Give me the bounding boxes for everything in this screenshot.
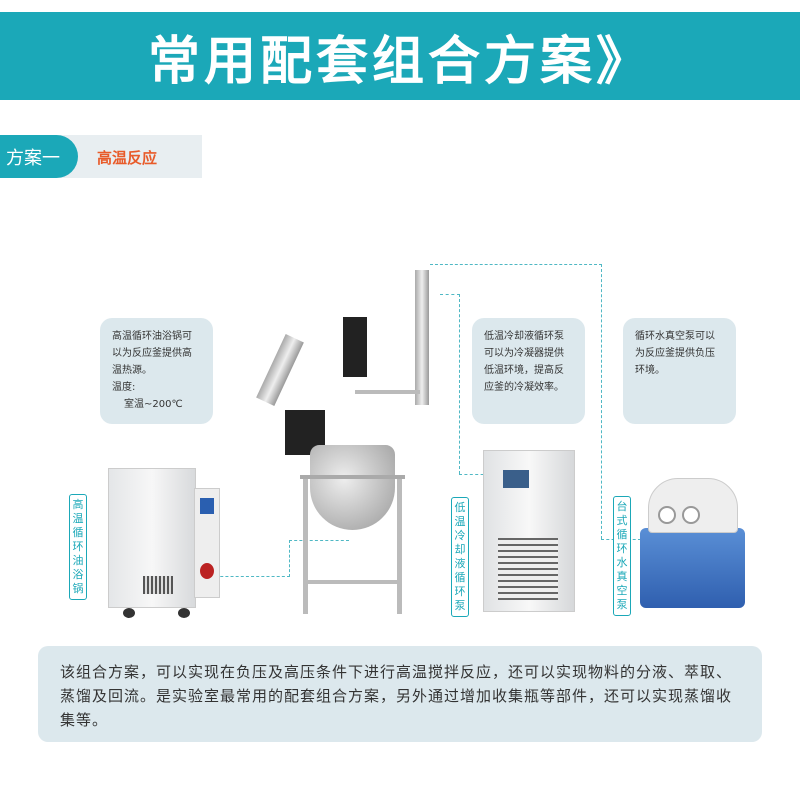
label-vacuum-pump: 台式循环水真空泵 (613, 496, 631, 616)
connector-line (210, 576, 290, 577)
info-line: 为反应釜提供负压 (635, 348, 715, 359)
label-chiller: 低温冷却液循环泵 (451, 497, 469, 617)
info-line: 低温冷却液循环泵 (484, 331, 564, 342)
info-line: 以为反应釜提供高 (112, 348, 192, 359)
oil-bath-image (108, 468, 220, 618)
connector-line (440, 294, 460, 295)
chiller-image (483, 450, 575, 620)
info-chiller: 低温冷却液循环泵 可以为冷凝器提供 低温环境，提高反 应釜的冷凝效率。 (472, 318, 585, 424)
connector-line (601, 264, 602, 539)
info-line: 循环水真空泵可以 (635, 331, 715, 342)
info-vacuum: 循环水真空泵可以 为反应釜提供负压 环境。 (623, 318, 736, 424)
connector-line (430, 264, 602, 265)
info-line: 温度: (112, 382, 136, 393)
scheme-description: 该组合方案，可以实现在负压及高压条件下进行高温搅拌反应，还可以实现物料的分液、萃… (38, 646, 762, 742)
info-line: 可以为冷凝器提供 (484, 348, 564, 359)
info-line: 室温~200℃ (124, 399, 183, 410)
connector-line (459, 474, 489, 475)
info-line: 高温循环油浴锅可 (112, 331, 192, 342)
reactor-image (256, 265, 445, 630)
label-oil-bath: 高温循环油浴锅 (69, 494, 87, 600)
connector-line (289, 540, 290, 577)
scheme-name: 高温反应 (97, 149, 158, 167)
info-line: 低温环境，提高反 (484, 365, 564, 376)
connector-line (289, 540, 349, 541)
header-banner: 常用配套组合方案》 (0, 12, 800, 100)
tab-scheme-one[interactable]: 方案一 (0, 135, 78, 178)
info-line: 环境。 (635, 365, 665, 376)
page-title: 常用配套组合方案》 (147, 31, 652, 92)
info-line: 应釜的冷凝效率。 (484, 382, 564, 393)
info-oil-bath: 高温循环油浴锅可 以为反应釜提供高 温热源。 温度: 室温~200℃ (100, 318, 213, 424)
connector-line (459, 294, 460, 474)
info-line: 温热源。 (112, 365, 152, 376)
vacuum-pump-image (640, 478, 745, 608)
